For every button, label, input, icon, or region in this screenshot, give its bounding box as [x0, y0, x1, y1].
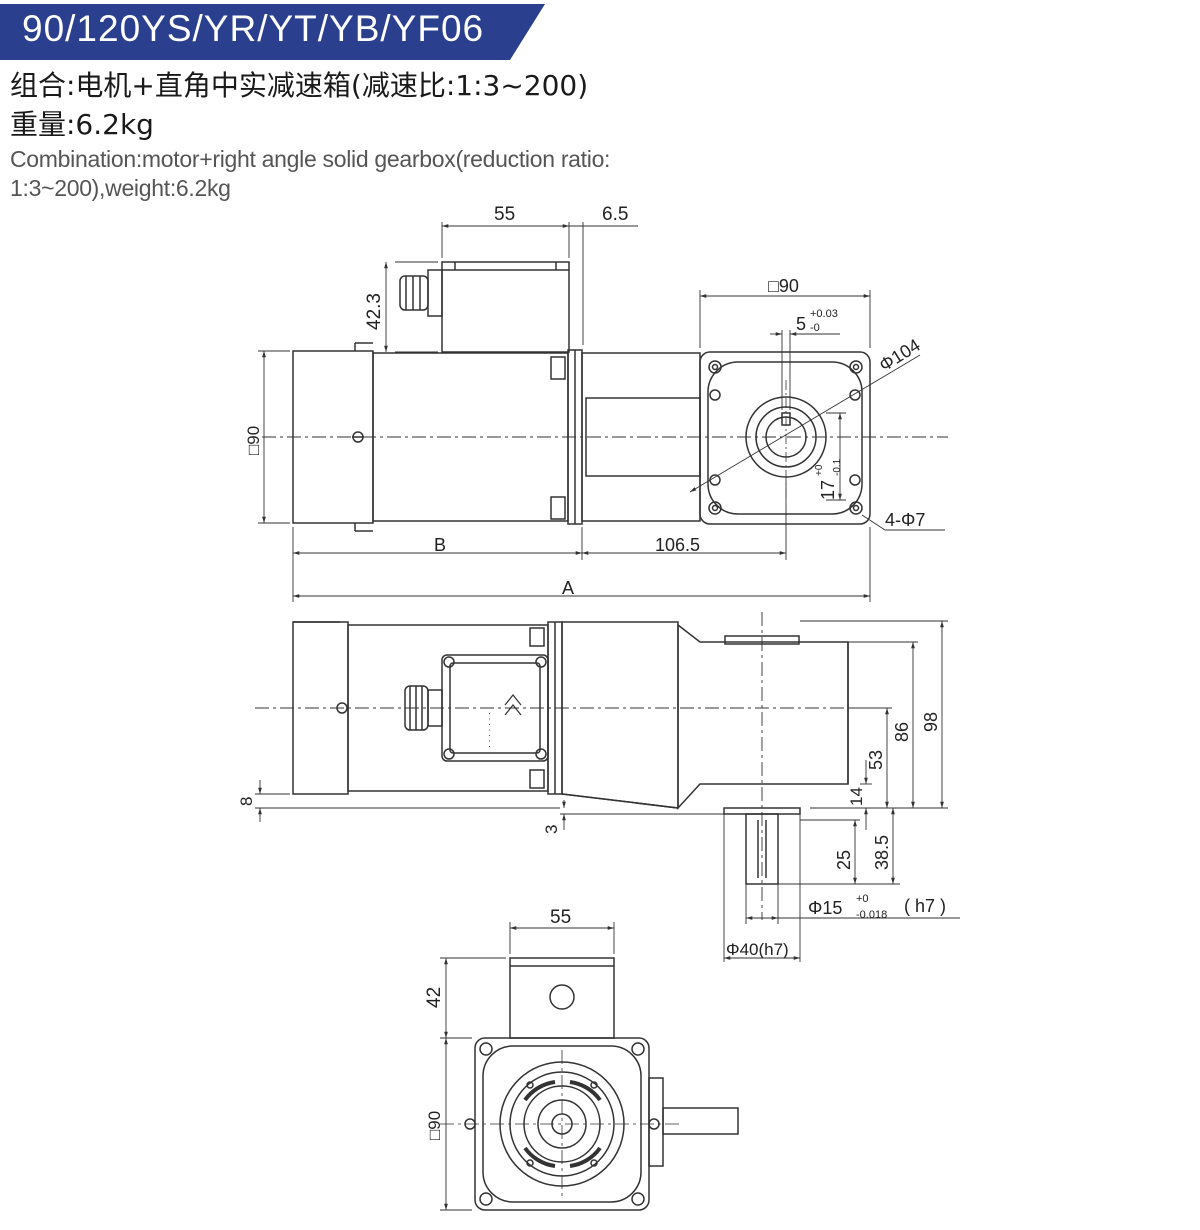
dim-shaft-tol-upper: +0 [856, 893, 869, 905]
top-view-dims [258, 222, 945, 602]
end-view-dims [440, 922, 615, 1211]
top-view-labels: 55 6.5 42.3 □90 □90 5 +0.03 -0 17 +0 -0.… [244, 204, 925, 598]
model-title: 90/120YS/YR/YT/YB/YF06 [22, 8, 485, 49]
weight-cn: 重量:6.2kg [10, 108, 154, 141]
dim-shaft-key-tol-upper: +0 [814, 464, 825, 476]
dim-shaft-key-tol-lower: -0.1 [832, 458, 843, 476]
dim-shaft-tol-lower: -0.018 [856, 909, 887, 921]
side-gearbox-neck [561, 621, 679, 809]
cable-gland [427, 269, 443, 317]
dim-shaft-key-height: 17 [818, 480, 838, 500]
dim-terminal-width: 55 [494, 204, 515, 225]
dim-height-14: 14 [847, 787, 866, 806]
svg-text:· · · · · · ·: · · · · · · · [484, 712, 494, 748]
dim-end-box-width: 55 [550, 907, 571, 928]
dim-length-b: B [434, 535, 446, 555]
gear-flange [699, 351, 871, 525]
dim-height-86: 86 [892, 722, 912, 742]
banner-shape [0, 4, 545, 60]
dim-gap: 3 [542, 825, 561, 834]
dim-end-box-height: 42 [424, 987, 445, 1008]
side-output-shaft [745, 813, 779, 885]
model-banner: 90/120YS/YR/YT/YB/YF06 [0, 0, 550, 62]
side-view: · · · · · · · [255, 612, 880, 920]
dim-bolt-circle: Φ104 [876, 335, 924, 375]
end-output-shaft [662, 1107, 739, 1135]
end-view [440, 957, 739, 1211]
dim-length-a: A [562, 578, 574, 598]
dim-height-98: 98 [921, 712, 941, 732]
end-terminal-box [509, 957, 615, 1039]
dim-shaft-len-25: 25 [834, 850, 854, 870]
dim-motor-square: □90 [244, 426, 263, 455]
end-cable-hole [549, 984, 575, 1010]
dim-key-width: 5 [796, 314, 806, 334]
dim-base-offset: 8 [237, 797, 256, 806]
dim-shaft-len-38: 38.5 [872, 835, 892, 870]
dim-end-square: □90 [425, 1111, 444, 1140]
dim-shaft-dia: Φ15 [808, 898, 842, 918]
side-view-dims [255, 620, 960, 962]
side-view-labels: 8 3 14 53 86 98 25 38.5 Φ15 +0 -0.018 ( … [237, 712, 946, 959]
end-view-labels: 55 42 □90 [424, 907, 571, 1140]
terminal-box [441, 261, 570, 353]
dim-terminal-height: 42.3 [364, 293, 385, 330]
dim-pilot-dia: Φ40(h7) [726, 940, 789, 959]
top-view [262, 261, 948, 532]
combination-en-line2: 1:3~200),weight:6.2kg [10, 175, 231, 201]
dim-shaft-fit: ( h7 ) [904, 896, 946, 916]
side-gearbox-head [677, 623, 849, 810]
dim-terminal-offset: 6.5 [602, 204, 628, 225]
dim-mount-holes: 4-Φ7 [885, 510, 925, 530]
dim-key-tol-lower: -0 [810, 322, 820, 334]
dim-key-tol-upper: +0.03 [810, 308, 838, 320]
dim-flange-square: □90 [768, 276, 799, 296]
combination-cn: 组合:电机+直角中实减速箱(减速比:1:3~200) [10, 69, 589, 102]
dim-gear-length: 106.5 [655, 535, 700, 555]
combination-en-line1: Combination:motor+right angle solid gear… [10, 146, 611, 172]
side-screw-icon [336, 702, 348, 714]
dim-height-53: 53 [866, 750, 886, 770]
